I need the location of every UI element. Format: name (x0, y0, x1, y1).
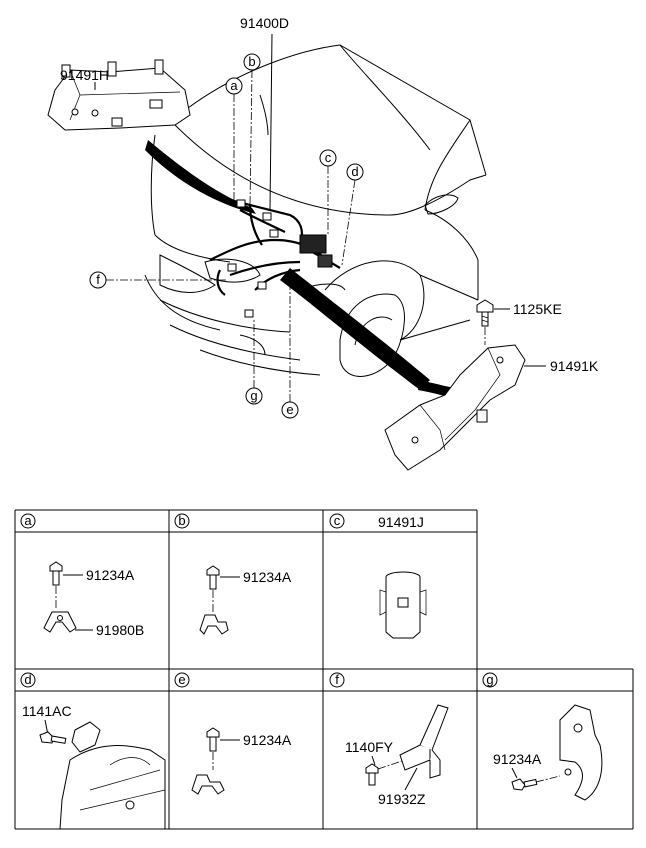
bracket-icon (59, 721, 166, 830)
callout-f: f (89, 271, 107, 289)
svg-text:g: g (250, 388, 257, 403)
harness-sweep-lower (280, 268, 430, 390)
bracket-91491K (384, 344, 526, 471)
svg-text:e: e (178, 672, 185, 687)
bracket-91491H (47, 59, 191, 131)
cell-e: e 91234A (174, 672, 292, 795)
bracket-icon (399, 704, 449, 779)
callout-g: g (245, 387, 263, 405)
callout-c: c (319, 149, 337, 167)
cell-d: d 1141AC (20, 672, 166, 830)
cell-b: b 91234A (174, 513, 292, 635)
svg-text:d: d (24, 672, 31, 687)
svg-text:c: c (325, 150, 332, 165)
svg-text:a: a (230, 78, 238, 93)
svg-text:f: f (96, 272, 100, 287)
bolt-icon (476, 299, 494, 327)
svg-text:g: g (486, 672, 493, 687)
svg-text:a: a (24, 513, 32, 528)
cell-f: f 1140FY 91932Z (329, 672, 449, 807)
bracket-icon (559, 704, 603, 801)
label-91491K: 91491K (550, 358, 599, 374)
label-91491H: 91491H (60, 67, 109, 83)
svg-text:91234A: 91234A (243, 569, 292, 585)
svg-text:c: c (334, 513, 341, 528)
vehicle-outline (144, 44, 487, 377)
svg-text:91234A: 91234A (493, 751, 542, 767)
callout-d: d (346, 163, 364, 181)
bolt-icon (511, 778, 538, 791)
clip-icon (199, 614, 229, 635)
bolt-icon (39, 731, 67, 744)
svg-text:91980B: 91980B (96, 622, 144, 638)
callout-e: e (281, 401, 299, 419)
cell-a: a 91234A 91980B (20, 513, 144, 638)
svg-text:91234A: 91234A (86, 567, 135, 583)
grommet-icon (379, 571, 427, 639)
clip-icon (43, 611, 77, 633)
svg-text:91234A: 91234A (243, 732, 292, 748)
callout-b: b (243, 53, 261, 71)
svg-text:91491J: 91491J (378, 514, 424, 530)
bolt-icon (49, 561, 63, 586)
bolt-icon (365, 763, 379, 786)
svg-text:d: d (351, 164, 358, 179)
svg-text:1140FY: 1140FY (345, 739, 394, 755)
junction-box (299, 234, 327, 254)
clip-icon (191, 774, 225, 795)
cell-c: c 91491J (329, 513, 427, 639)
callout-a: a (225, 77, 243, 95)
bolt-icon (206, 727, 220, 752)
svg-text:e: e (286, 402, 293, 417)
svg-text:91932Z: 91932Z (378, 791, 426, 807)
bolt-icon (206, 565, 220, 590)
cell-g: g 91234A (482, 672, 603, 801)
svg-text:b: b (248, 54, 255, 69)
label-1125KE: 1125KE (513, 301, 562, 317)
svg-text:f: f (335, 672, 339, 687)
label-91400D: 91400D (240, 15, 289, 31)
svg-text:1141AC: 1141AC (22, 703, 72, 719)
svg-text:b: b (178, 513, 185, 528)
